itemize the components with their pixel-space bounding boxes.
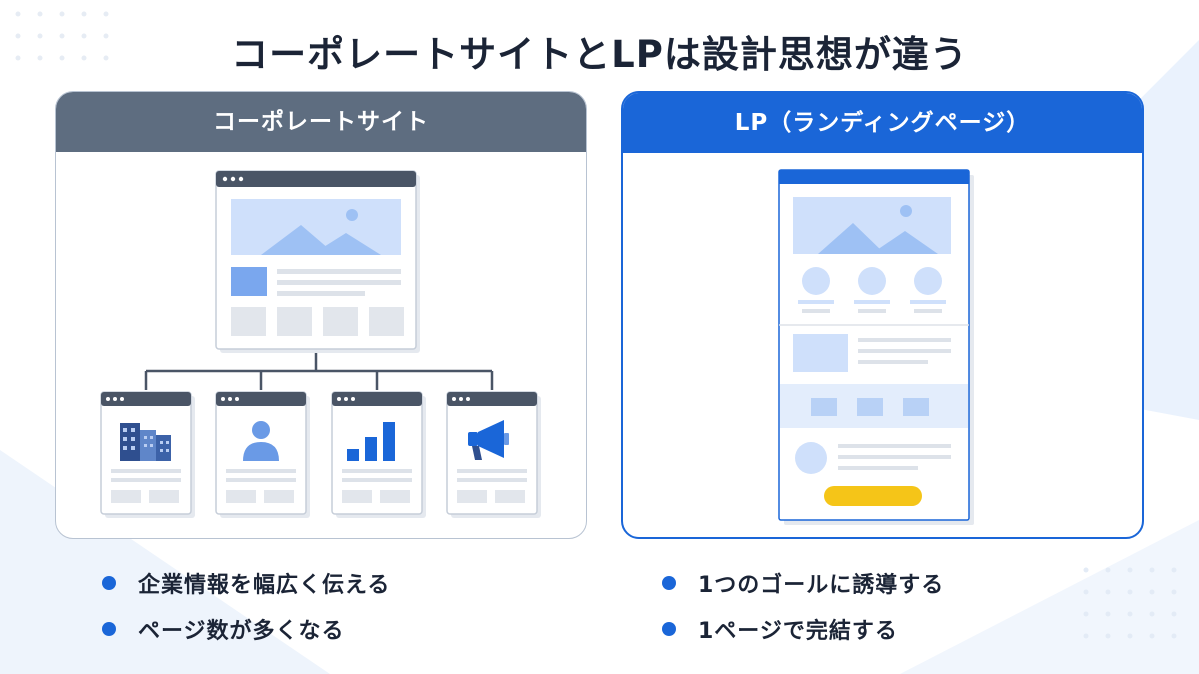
bullet-dot <box>102 622 116 636</box>
list-item: ページ数が多くなる <box>102 606 390 652</box>
bullet-dot <box>662 622 676 636</box>
list-item: 1ページで完結する <box>662 606 944 652</box>
bullet-dot <box>662 576 676 590</box>
child-page-profile <box>215 391 310 518</box>
corporate-bullets: 企業情報を幅広く伝える ページ数が多くなる <box>102 560 390 652</box>
list-item: 企業情報を幅広く伝える <box>102 560 390 606</box>
landing-page-header: LP（ランディングページ） <box>623 93 1142 153</box>
child-page-results <box>331 391 426 518</box>
long-page-window <box>778 169 974 525</box>
cta-button-shape <box>824 486 922 506</box>
page-title: コーポレートサイトとLPは設計思想が違う <box>231 33 968 76</box>
corporate-site-panel: コーポレートサイト <box>55 91 587 539</box>
corporate-site-header: コーポレートサイト <box>56 92 586 152</box>
bullet-dot <box>102 576 116 590</box>
lp-bullets: 1つのゴールに誘導する 1ページで完結する <box>662 560 944 652</box>
building-icon <box>120 423 171 461</box>
bar-chart-icon <box>347 422 395 461</box>
megaphone-icon <box>468 420 509 460</box>
tree-connectors <box>144 353 494 390</box>
site-tree-diagram <box>100 170 541 518</box>
landing-page-panel: LP（ランディングページ） <box>621 91 1144 539</box>
dot-grid-bottom-right <box>1083 567 1177 639</box>
child-page-news <box>446 391 541 518</box>
single-page-diagram <box>778 169 974 525</box>
user-icon <box>243 421 279 461</box>
main-page-window <box>215 170 420 353</box>
list-item: 1つのゴールに誘導する <box>662 560 944 606</box>
dot-grid-top-left <box>15 11 109 61</box>
child-page-company <box>100 391 195 518</box>
